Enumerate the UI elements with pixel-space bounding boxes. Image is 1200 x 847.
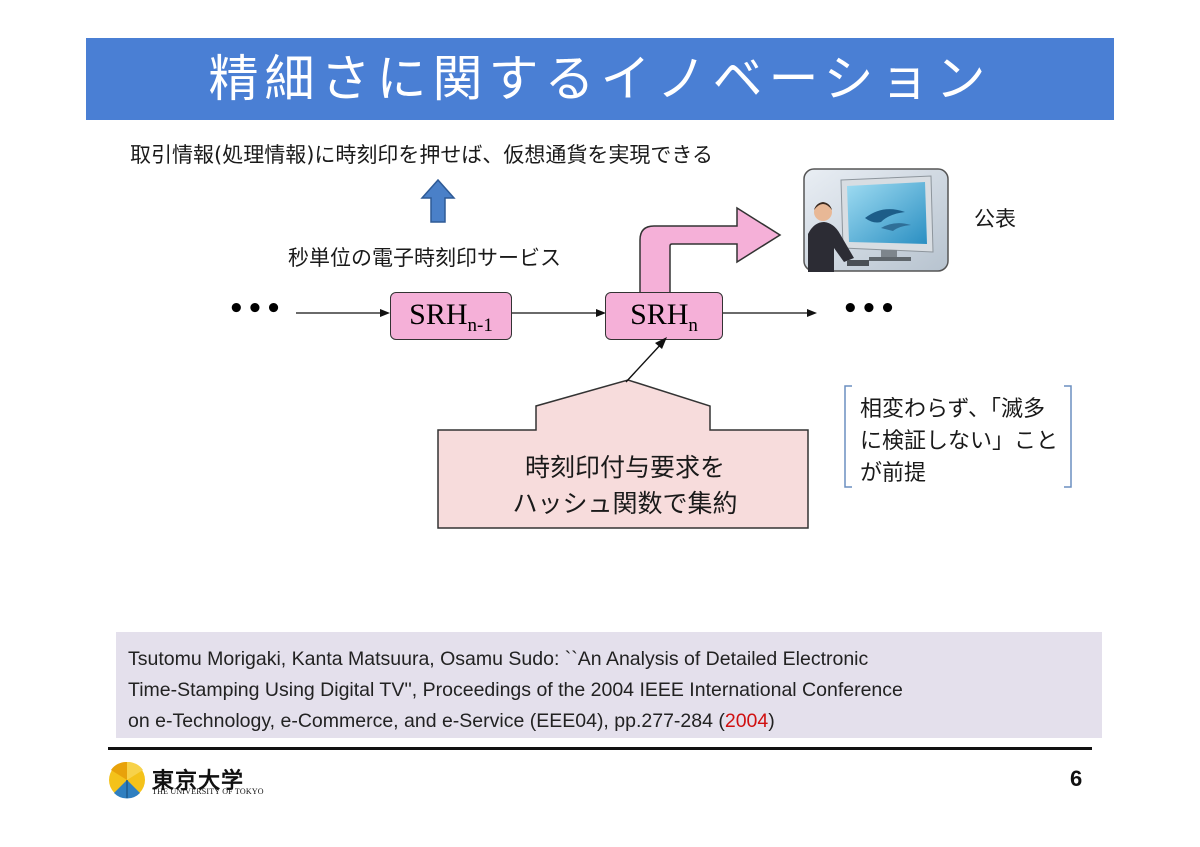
page-number: 6 <box>1070 766 1083 791</box>
note-line-2: に検証しない」こと <box>860 429 1059 454</box>
assumption-note: 相変わらず、「滅多 に検証しない」こと が前提 <box>860 394 1070 490</box>
request-line-1: 時刻印付与要求を <box>524 453 725 482</box>
title-bar <box>86 38 1114 120</box>
citation-line-3-b: ) <box>768 710 775 732</box>
ellipsis-left: ••• <box>228 294 284 324</box>
slide-title: 精細さに関するイノベーション <box>208 50 992 108</box>
note-line-3: が前提 <box>860 461 927 486</box>
curved-pink-arrow-icon <box>639 206 782 309</box>
note-brackets <box>844 385 1072 488</box>
footer-rule <box>108 747 1092 750</box>
srh-prev-box: SRHn-1 <box>390 292 512 340</box>
ellipsis-right: ••• <box>842 294 898 324</box>
srh-curr-base: SRH <box>630 298 689 331</box>
request-callout-shape <box>437 337 809 529</box>
srh-prev-sub: n-1 <box>467 315 493 336</box>
top-statement: 取引情報(処理情報)に時刻印を押せば、仮想通貨を実現できる <box>130 143 713 167</box>
request-text: 時刻印付与要求を ハッシュ関数で集約 <box>440 450 810 522</box>
logo-name-en: THE UNIVERSITY OF TOKYO <box>152 787 264 796</box>
up-arrow-icon <box>420 178 456 223</box>
citation-line-2: Time-Stamping Using Digital TV'', Procee… <box>128 679 903 701</box>
publish-label: 公表 <box>974 207 1016 231</box>
flow-arrow-1 <box>296 309 390 317</box>
flow-arrow-2 <box>512 309 606 317</box>
flow-arrow-3 <box>723 309 817 317</box>
ginkgo-logo-icon <box>109 761 145 799</box>
tv-viewer-illustration <box>803 168 949 272</box>
srh-prev-base: SRH <box>409 298 468 331</box>
citation-line-3: on e-Technology, e-Commerce, and e-Servi… <box>128 706 1098 737</box>
citation-box <box>116 632 1102 738</box>
citation-year: 2004 <box>724 710 769 732</box>
citation-text: Tsutomu Morigaki, Kanta Matsuura, Osamu … <box>128 644 1098 737</box>
citation-line-3-a: on e-Technology, e-Commerce, and e-Servi… <box>128 710 725 732</box>
service-label: 秒単位の電子時刻印サービス <box>288 246 561 270</box>
note-line-1: 相変わらず、「滅多 <box>860 397 1046 422</box>
citation-line-1: Tsutomu Morigaki, Kanta Matsuura, Osamu … <box>128 648 869 670</box>
srh-current-box: SRHn <box>605 292 723 340</box>
srh-curr-sub: n <box>688 315 698 336</box>
logo-name-jp: 東京大学 <box>152 768 245 794</box>
request-line-2: ハッシュ関数で集約 <box>512 489 738 518</box>
